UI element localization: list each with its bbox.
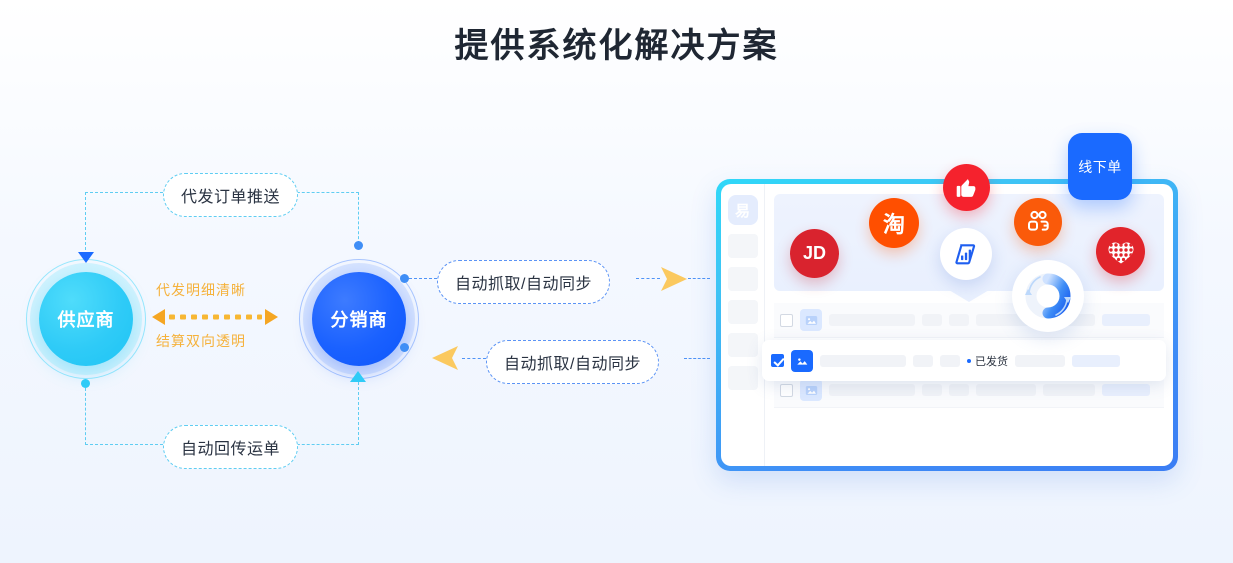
jd-logo-label: JD: [802, 243, 826, 263]
thumbs-up-icon: [956, 179, 976, 197]
cell-placeholder: [922, 384, 942, 396]
product-image-icon: [791, 349, 813, 372]
sidebar-placeholder[interactable]: [727, 234, 758, 258]
flow-pill-bottom: 自动回传运单: [163, 425, 299, 469]
table-row-selected[interactable]: 已发货: [762, 340, 1166, 381]
jd-logo: JD: [790, 229, 839, 278]
sidebar-placeholder[interactable]: [727, 300, 758, 324]
flow-dot-right-top: [400, 274, 409, 283]
taobao-logo-label: 淘: [882, 212, 905, 237]
cell-placeholder: [1043, 384, 1095, 396]
cell-placeholder: [940, 354, 960, 367]
panel-main: 已发货: [762, 184, 1173, 466]
flow-pill-right-bottom: 自动抓取/自动同步: [486, 340, 659, 384]
alibaba-1688-logo: [940, 228, 992, 280]
cell-placeholder: [1102, 314, 1150, 326]
flow-dot-right-bottom: [400, 343, 409, 352]
flow-line-top-horiz-left: [85, 192, 173, 193]
cell-placeholder: [1102, 384, 1150, 396]
cell-placeholder: [1072, 354, 1120, 367]
flow-line-bottom-horiz-left: [85, 444, 173, 445]
distributor-node[interactable]: 分销商: [312, 272, 406, 366]
row-checkbox[interactable]: [780, 383, 793, 397]
gold-arrow-right-icon: [661, 267, 687, 291]
app-panel: 易: [716, 179, 1178, 471]
flow-line-top-horiz-right: [287, 192, 359, 193]
product-image-icon: [800, 379, 822, 401]
cell-placeholder: [976, 384, 1036, 396]
thumbs-up-logo: [943, 164, 990, 211]
offline-order-badge[interactable]: 线下单: [1068, 133, 1132, 200]
table-row[interactable]: [774, 303, 1164, 338]
supplier-node[interactable]: 供应商: [39, 272, 133, 366]
mid-label-bottom: 结算双向透明: [156, 333, 246, 349]
product-image-icon: [800, 309, 822, 331]
mid-label-top: 代发明细清晰: [156, 282, 246, 298]
app-logo-text: 易: [734, 202, 750, 220]
kuaishou-logo: [1014, 198, 1062, 246]
flow-line-right-top-a: [409, 278, 437, 279]
flow-dot-bottom-left: [81, 379, 90, 388]
banner-notch: [949, 290, 989, 302]
alibaba-1688-icon: [954, 243, 975, 264]
cell-placeholder: [913, 354, 933, 367]
cell-placeholder: [820, 354, 906, 367]
row-checkbox-checked[interactable]: [771, 354, 784, 367]
flow-line-right-top-c: [688, 278, 710, 279]
flow-line-right-bottom-a: [462, 358, 486, 359]
flow-pill-top: 代发订单推送: [163, 173, 299, 217]
flow-pill-right-top: 自动抓取/自动同步: [437, 260, 610, 304]
distributor-node-label: 分销商: [330, 310, 388, 330]
cell-placeholder: [949, 384, 969, 396]
panel-sidebar: 易: [721, 184, 765, 466]
flow-arrow-into-distributor: [350, 371, 366, 382]
bidirectional-arrow-icon: [152, 309, 278, 325]
flow-line-bottom-horiz-right: [287, 444, 359, 445]
cell-placeholder: [829, 314, 915, 326]
flow-arrow-into-supplier: [78, 252, 94, 263]
heart-pattern-icon: [1108, 242, 1133, 263]
flow-diagram: 代发订单推送 自动回传运单 供应商 分销商 代发明细清晰 结算双向透明: [0, 140, 710, 500]
flow-line-top-right: [358, 192, 359, 244]
sidebar-placeholder[interactable]: [727, 333, 758, 357]
gold-arrow-left-icon: [432, 346, 458, 370]
status-dot-icon: [967, 358, 971, 363]
app-logo-icon: 易: [727, 195, 758, 225]
sidebar-placeholder[interactable]: [727, 366, 758, 390]
flow-line-top-left: [85, 192, 86, 260]
status-text: 已发货: [975, 355, 1008, 368]
kuaishou-icon: [1028, 210, 1049, 231]
flow-line-bottom-right: [358, 382, 359, 445]
page-title: 提供系统化解决方案: [454, 27, 779, 65]
taobao-logo: 淘: [869, 198, 919, 248]
supplier-node-label: 供应商: [57, 310, 115, 330]
cell-placeholder: [1015, 354, 1065, 367]
cell-placeholder: [829, 384, 915, 396]
row-checkbox[interactable]: [780, 313, 793, 327]
sync-refresh-icon: [1025, 273, 1071, 319]
app-panel-inner: 易: [721, 184, 1173, 466]
flow-line-right-bottom-b: [684, 358, 710, 359]
flow-line-bottom-left: [85, 388, 86, 445]
status-badge: 已发货: [967, 353, 1008, 369]
flow-line-right-top-b: [636, 278, 660, 279]
sidebar-placeholder[interactable]: [727, 267, 758, 291]
cell-placeholder: [949, 314, 969, 326]
flow-dot-top-right: [354, 241, 363, 250]
sync-indicator: [1012, 260, 1084, 332]
offline-order-badge-label: 线下单: [1078, 158, 1122, 175]
cell-placeholder: [922, 314, 942, 326]
xiaohongshu-logo: [1096, 227, 1145, 276]
